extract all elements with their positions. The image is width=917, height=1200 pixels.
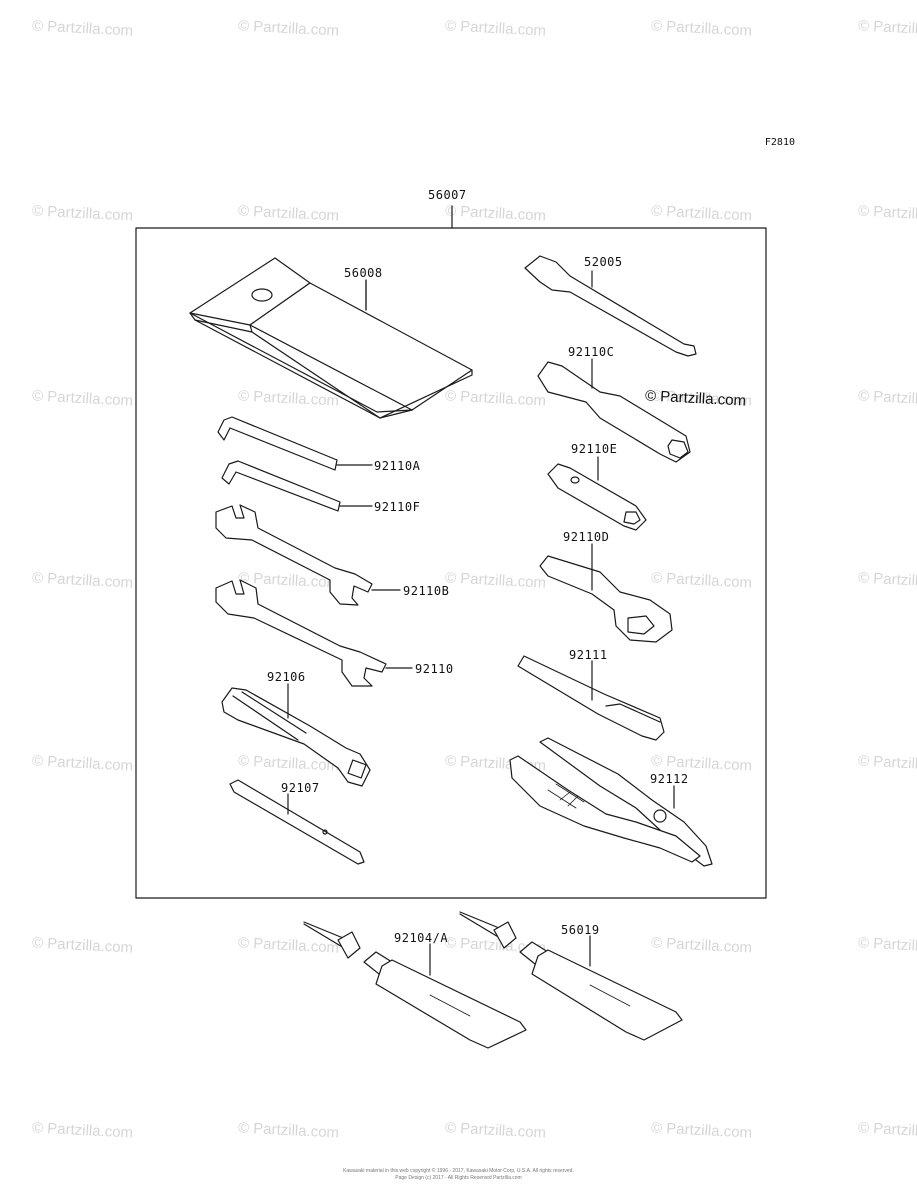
box-wrench-d-drawing	[539, 543, 673, 643]
part-label-grease-tube-a[interactable]: 92104/A	[394, 931, 449, 945]
tool-pouch-drawing	[189, 257, 473, 419]
part-label-hex-key-f[interactable]: 92110F	[374, 500, 421, 514]
part-label-pliers[interactable]: 92112	[650, 772, 689, 786]
part-label-extension-bar[interactable]: 52005	[584, 255, 623, 269]
part-label-grease-tube-b[interactable]: 56019	[561, 923, 600, 937]
hex-key-f-drawing	[221, 460, 373, 512]
grease-tube-b-drawing	[459, 911, 683, 1041]
open-wrench-drawing	[215, 579, 413, 687]
part-label-screwdriver-grip[interactable]: 92106	[267, 670, 306, 684]
hex-key-a-drawing	[217, 416, 373, 471]
pliers-drawing	[509, 737, 713, 867]
part-label-kit[interactable]: 56007	[428, 188, 467, 202]
socket-wrench-c-drawing	[537, 358, 691, 463]
footer-line-2: Page Design (c) 2017 - All Rights Reserv…	[395, 1175, 522, 1181]
footer-line-1: Kawasaki material in this web copyright …	[343, 1168, 574, 1174]
handle-bar-drawing	[517, 655, 665, 741]
screwdriver-grip-drawing	[221, 683, 371, 787]
screwdriver-bit-drawing	[229, 779, 365, 865]
part-label-pouch[interactable]: 56008	[344, 266, 383, 280]
part-label-socket-wrench-e[interactable]: 92110E	[571, 442, 618, 456]
extension-bar-drawing	[524, 255, 697, 357]
part-label-box-wrench-d[interactable]: 92110D	[563, 530, 610, 544]
part-label-hex-key-a[interactable]: 92110A	[374, 459, 421, 473]
part-label-open-wrench-b[interactable]: 92110B	[403, 584, 450, 598]
part-label-open-wrench[interactable]: 92110	[415, 662, 454, 676]
socket-wrench-e-drawing	[547, 456, 647, 531]
part-label-socket-wrench-c[interactable]: 92110C	[568, 345, 615, 359]
grease-tube-a-drawing	[303, 921, 527, 1049]
open-wrench-b-drawing	[215, 504, 401, 606]
figure-code: F2810	[764, 137, 795, 148]
part-label-screwdriver-bit[interactable]: 92107	[281, 781, 320, 795]
copyright-footer: Kawasaki material in this web copyright …	[0, 1168, 917, 1182]
part-label-handle-bar[interactable]: 92111	[569, 648, 608, 662]
tool-kit-frame	[135, 227, 767, 899]
